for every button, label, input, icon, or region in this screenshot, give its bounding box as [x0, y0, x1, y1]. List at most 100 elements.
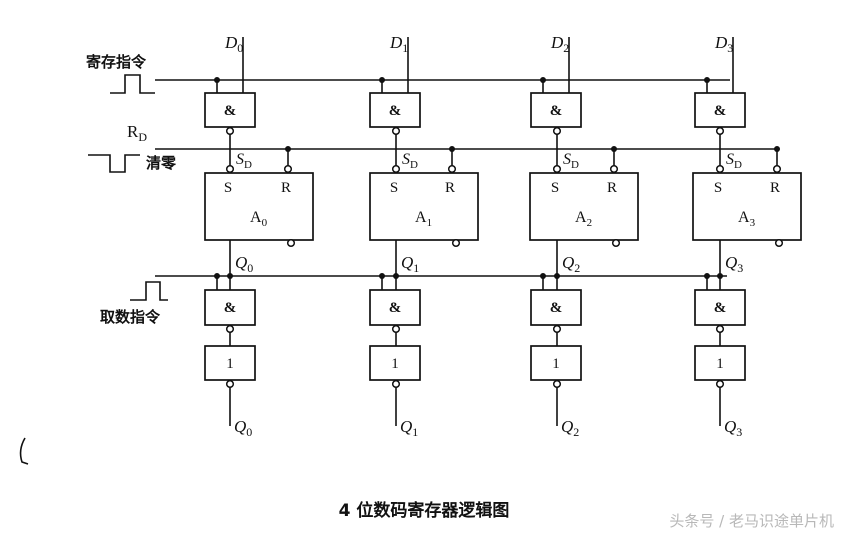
ff-s-pin-label-3-main: S — [714, 180, 722, 196]
wires — [19, 37, 778, 465]
rd-label-subscript: D — [138, 130, 147, 144]
sd-bubble-3 — [715, 164, 725, 174]
store-gate-symbol-0: & — [224, 103, 237, 119]
flip-flop-label-3-subscript: 3 — [750, 217, 756, 229]
ff-r-pin-label-2: R — [607, 180, 617, 196]
store-gate-symbol-1: & — [389, 103, 402, 119]
store-command-label-main: 寄存指令 — [86, 53, 147, 71]
sd-label-0-subscript: D — [244, 159, 252, 171]
ff-s-pin-label-1-main: S — [390, 180, 398, 196]
fetch-and-gate-2 — [530, 289, 582, 326]
sd-label-3-main: S — [726, 151, 734, 168]
fetch-command-label-main: 取数指令 — [100, 308, 161, 326]
fetch-gate-output-bubble-0 — [225, 324, 235, 334]
data-input-label-3: D3 — [714, 33, 733, 55]
q-output-label-2: Q2 — [561, 417, 579, 439]
sd-label-1: SD — [402, 151, 418, 171]
not-gate-0 — [204, 345, 256, 381]
not-gate-output-bubble-3 — [715, 379, 725, 389]
store-gate-symbol-0-main: & — [224, 103, 237, 119]
ff-s-pin-label-0: S — [224, 180, 232, 196]
data-input-label-0-main: D — [224, 33, 238, 52]
store-gate-output-bubble-2 — [552, 126, 562, 136]
store-gate-output-bubble-1 — [391, 126, 401, 136]
flip-flop-2 — [529, 172, 639, 241]
flip-flop-label-0: A0 — [250, 209, 268, 229]
fetch-gate-symbol-2: & — [550, 300, 563, 316]
not-gate-symbol-1-main: 1 — [391, 356, 399, 372]
flip-flop-label-0-main: A — [250, 209, 262, 226]
flip-flop-label-1-subscript: 1 — [427, 217, 433, 229]
sd-label-1-subscript: D — [410, 159, 418, 171]
q-internal-label-3: Q3 — [725, 253, 743, 275]
rd-bubble-3 — [772, 164, 782, 174]
qbar-bubble-1 — [451, 238, 461, 248]
not-gate-symbol-1: 1 — [391, 356, 399, 372]
qbar-bubble-0 — [286, 238, 296, 248]
flip-flop-3 — [692, 172, 802, 241]
flip-flop-label-2-subscript: 2 — [587, 217, 593, 229]
sd-label-0: SD — [236, 151, 252, 171]
q-internal-label-0-main: Q — [235, 253, 247, 272]
ff-r-pin-label-1: R — [445, 180, 455, 196]
q-internal-label-3-main: Q — [725, 253, 737, 272]
flip-flop-label-2: A2 — [575, 209, 592, 229]
fetch-gate-output-bubble-1 — [391, 324, 401, 334]
q-internal-label-1-main: Q — [401, 253, 413, 272]
sd-label-2-main: S — [563, 151, 571, 168]
fetch-gate-symbol-2-main: & — [550, 300, 563, 316]
ff-r-pin-label-1-main: R — [445, 180, 455, 196]
not-gate-symbol-3-main: 1 — [716, 356, 724, 372]
junction-dot — [704, 273, 710, 279]
data-input-label-1: D1 — [389, 33, 408, 55]
clear-label: 清零 — [146, 154, 177, 172]
q-internal-label-0: Q0 — [235, 253, 253, 275]
store-command-label: 寄存指令 — [86, 53, 147, 71]
junction-dot — [774, 146, 780, 152]
sd-bubble-1 — [391, 164, 401, 174]
store-gate-symbol-2-main: & — [550, 103, 563, 119]
ff-r-pin-label-3-main: R — [770, 180, 780, 196]
ff-s-pin-label-3: S — [714, 180, 722, 196]
q-output-label-2-main: Q — [561, 417, 573, 436]
qbar-bubble-2 — [611, 238, 621, 248]
q-output-label-3-main: Q — [724, 417, 736, 436]
flip-flop-0 — [204, 172, 314, 241]
not-gate-3 — [694, 345, 746, 381]
watermark: 头条号 / 老马识途单片机 — [669, 512, 834, 530]
sd-label-2-subscript: D — [571, 159, 579, 171]
q-internal-label-2: Q2 — [562, 253, 580, 275]
flip-flop-1 — [369, 172, 479, 241]
q-internal-label-0-subscript: 0 — [247, 261, 253, 275]
q-output-label-0: Q0 — [234, 417, 252, 439]
junction-dot — [717, 273, 723, 279]
flip-flop-label-2-main: A — [575, 209, 587, 226]
not-gate-2 — [530, 345, 582, 381]
data-input-label-3-subscript: 3 — [727, 41, 733, 55]
store-gate-symbol-3: & — [714, 103, 727, 119]
data-input-label-3-main: D — [714, 33, 728, 52]
store-gate-output-bubble-3 — [715, 126, 725, 136]
rd-bubble-2 — [609, 164, 619, 174]
flip-flop-label-3-main: A — [738, 209, 750, 226]
junction-dot — [214, 77, 220, 83]
junction-dot — [554, 273, 560, 279]
fetch-and-gate-3 — [694, 289, 746, 326]
flip-flop-label-0-subscript: 0 — [262, 217, 268, 229]
data-input-label-0: D0 — [224, 33, 243, 55]
store-pulse-waveform — [110, 74, 155, 94]
junction-dot — [611, 146, 617, 152]
q-output-label-1-main: Q — [400, 417, 412, 436]
not-gate-symbol-0-main: 1 — [226, 356, 234, 372]
junction-dot — [214, 273, 220, 279]
sd-bubble-0 — [225, 164, 235, 174]
ff-s-pin-label-1: S — [390, 180, 398, 196]
not-gate-symbol-3: 1 — [716, 356, 724, 372]
store-and-gate-1 — [369, 92, 421, 128]
diagram-caption: 4 位数码寄存器逻辑图 — [338, 501, 510, 521]
q-output-label-3: Q3 — [724, 417, 742, 439]
ff-r-pin-label-0-main: R — [281, 180, 291, 196]
ff-s-pin-label-2-main: S — [551, 180, 559, 196]
not-gate-output-bubble-2 — [552, 379, 562, 389]
